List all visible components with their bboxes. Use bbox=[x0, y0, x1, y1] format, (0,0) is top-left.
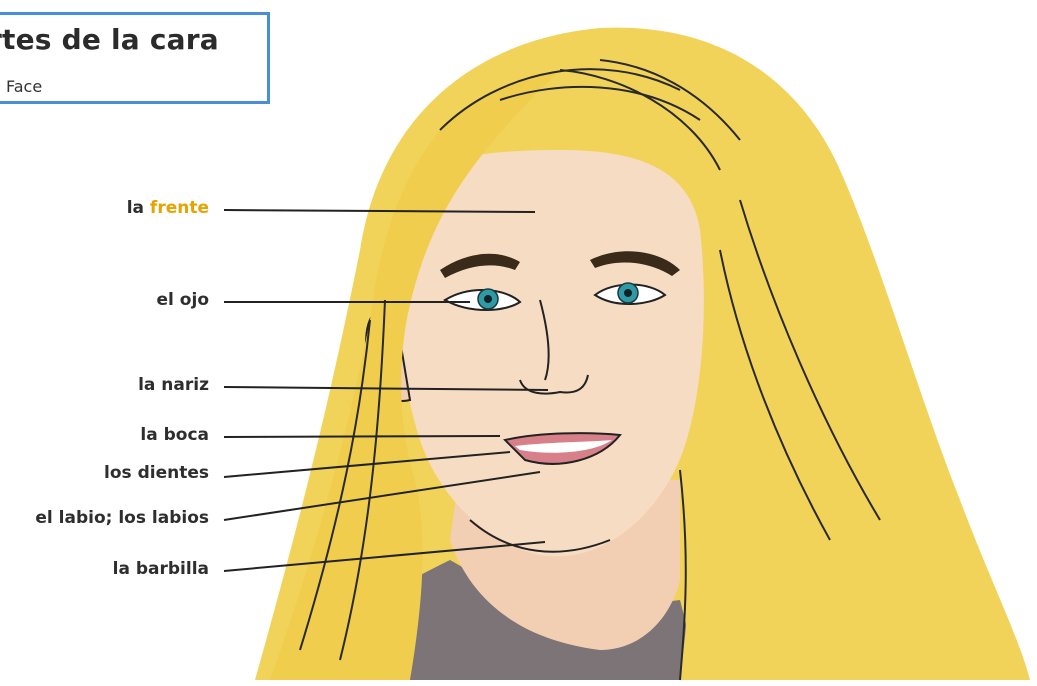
label-dientes: los dientes bbox=[104, 463, 209, 483]
label-frente: la frente bbox=[127, 198, 209, 218]
label-ojo: el ojo bbox=[157, 290, 209, 310]
label-nariz: la nariz bbox=[138, 375, 209, 395]
label-labios: el labio; los labios bbox=[35, 508, 209, 528]
leader-boca bbox=[224, 436, 500, 437]
label-boca: la boca bbox=[140, 425, 209, 445]
label-barbilla: la barbilla bbox=[113, 559, 209, 579]
